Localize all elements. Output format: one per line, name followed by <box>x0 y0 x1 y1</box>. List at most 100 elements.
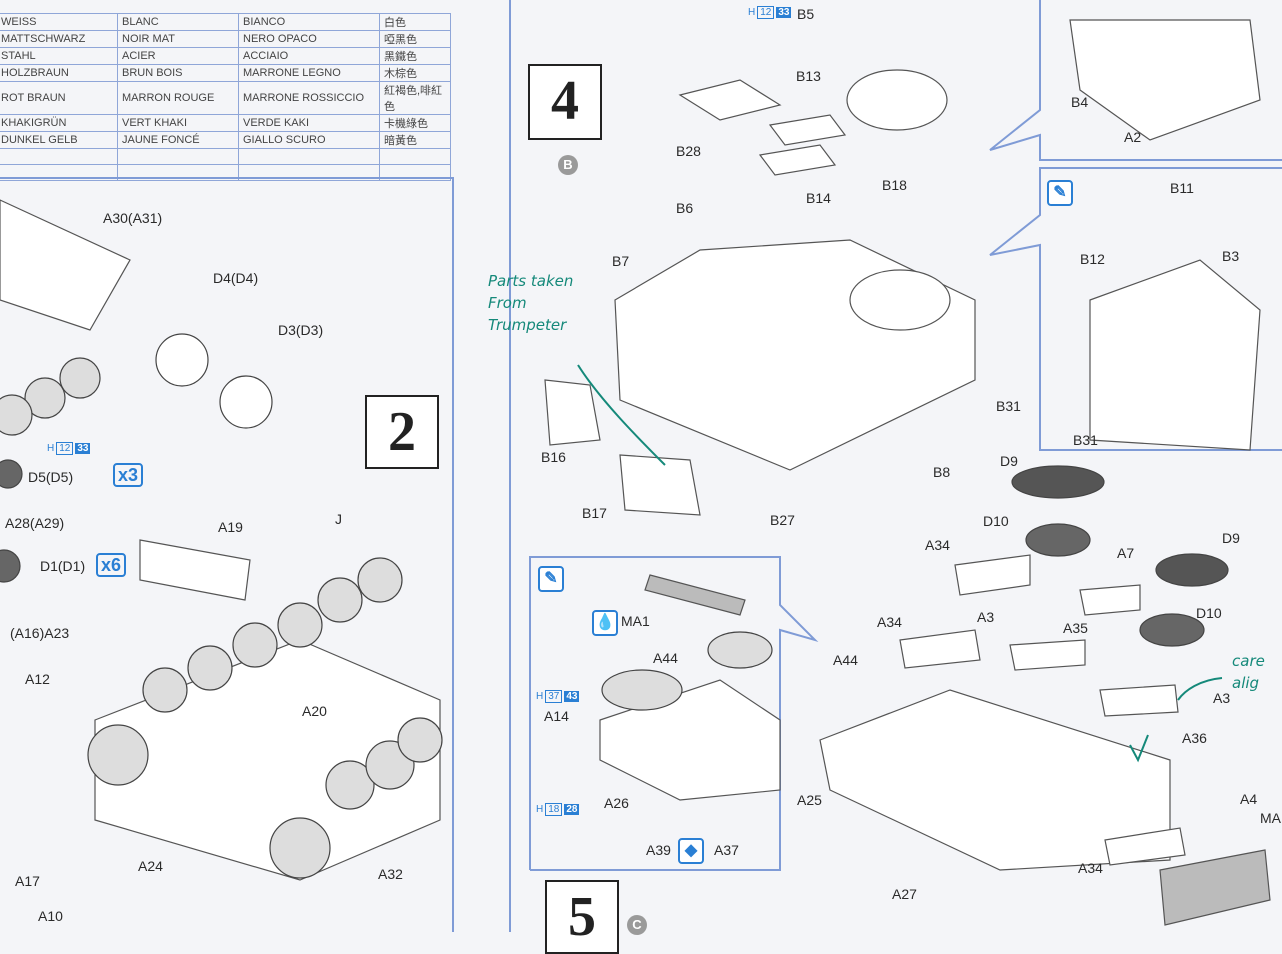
part-label: J <box>335 511 342 527</box>
color-cell: NOIR MAT <box>117 30 239 48</box>
part-label: A39 <box>646 842 671 858</box>
color-cell: ROT BRAUN <box>0 81 118 115</box>
part-label: A12 <box>25 671 50 687</box>
handwritten-note-parts-source: Parts taken From Trumpeter <box>488 272 574 334</box>
part-label: A14 <box>544 708 569 724</box>
handwritten-note-care-align: care alig <box>1232 652 1265 692</box>
part-label: A25 <box>797 792 822 808</box>
part-label: A35 <box>1063 620 1088 636</box>
part-label: A30(A31) <box>103 210 163 226</box>
part-label: B12 <box>1080 251 1105 267</box>
badge-h: H <box>47 443 55 454</box>
sub-assembly-c-marker: C <box>627 915 647 935</box>
color-cell: NERO OPACO <box>238 30 380 48</box>
part-label: A19 <box>218 519 243 535</box>
color-cell: MATTSCHWARZ <box>0 30 118 48</box>
color-cell: VERT KHAKI <box>117 114 239 132</box>
part-label: A32 <box>378 866 403 882</box>
part-label: D4(D4) <box>213 270 259 286</box>
part-label: B7 <box>612 253 630 269</box>
part-label: A28(A29) <box>5 515 65 531</box>
part-label: B28 <box>676 143 701 159</box>
color-cell: ACIER <box>117 47 239 65</box>
part-label: B5 <box>797 6 815 22</box>
paint-drop-icon: 💧 <box>592 610 618 636</box>
badge-code: 28 <box>564 804 580 815</box>
part-label: D9 <box>1222 530 1240 546</box>
part-label: B8 <box>933 464 951 480</box>
badge-h: H <box>536 691 544 702</box>
part-label: A37 <box>714 842 739 858</box>
part-label: A34 <box>1078 860 1103 876</box>
part-label: A10 <box>38 908 63 924</box>
part-label: B27 <box>770 512 795 528</box>
color-cell: MARRONE ROSSICCIO <box>238 81 380 115</box>
part-label: MA1 <box>621 613 650 629</box>
badge-code: 43 <box>564 691 580 702</box>
quantity-x3-badge: x3 <box>113 463 144 487</box>
part-label: B11 <box>1170 180 1194 196</box>
paint-brush-icon: ✎ <box>538 566 564 592</box>
color-row <box>0 164 451 181</box>
badge-code: 12 <box>56 442 74 455</box>
part-label: A44 <box>833 652 858 668</box>
part-label: D9 <box>1000 453 1018 469</box>
assembly-drawing <box>0 0 1282 932</box>
part-label: B3 <box>1222 248 1240 264</box>
badge-h: H <box>748 7 756 18</box>
part-label: B16 <box>541 449 566 465</box>
color-cell: 木棕色 <box>379 64 451 82</box>
badge-code: 12 <box>757 6 775 19</box>
part-label: B31 <box>1073 432 1098 448</box>
part-label: A24 <box>138 858 163 874</box>
part-label: D5(D5) <box>28 469 74 485</box>
part-label: MA <box>1260 810 1281 826</box>
color-cell: 暗黃色 <box>379 131 451 149</box>
part-label: (A16)A23 <box>10 625 70 641</box>
part-label: A2 <box>1124 129 1142 145</box>
color-cell <box>379 164 451 181</box>
part-label: A34 <box>877 614 902 630</box>
badge-code: 33 <box>776 7 792 18</box>
color-cell: HOLZBRAUN <box>0 64 118 82</box>
sub-assembly-b-marker: B <box>558 155 578 175</box>
part-label: A7 <box>1117 545 1135 561</box>
part-label: B14 <box>806 190 831 206</box>
part-label: A3 <box>1213 690 1231 706</box>
glue-options-icon: ◆ <box>678 838 704 864</box>
part-label: B17 <box>582 505 607 521</box>
part-label: A20 <box>302 703 327 719</box>
step-4-number: 4 <box>528 64 602 140</box>
paint-brush-icon: ✎ <box>1047 180 1073 206</box>
part-label: A17 <box>15 873 40 889</box>
part-label: D3(D3) <box>278 322 324 338</box>
part-label: A27 <box>892 886 917 902</box>
part-label: D10 <box>983 513 1009 529</box>
part-label: B6 <box>676 200 694 216</box>
part-label: B4 <box>1071 94 1089 110</box>
part-label: A34 <box>925 537 950 553</box>
badge-code: 33 <box>75 443 91 454</box>
step-5-number: 5 <box>545 880 619 954</box>
part-label: D10 <box>1196 605 1222 621</box>
color-cell: JAUNE FONCÉ <box>117 131 239 149</box>
part-label: A26 <box>604 795 629 811</box>
badge-code: 18 <box>545 803 563 816</box>
color-cell: DUNKEL GELB <box>0 131 118 149</box>
part-label: B31 <box>996 398 1021 414</box>
part-label: B13 <box>796 68 821 84</box>
part-label: B18 <box>882 177 907 193</box>
part-label: A3 <box>977 609 995 625</box>
part-label: A4 <box>1240 791 1258 807</box>
color-cell: MARRON ROUGE <box>117 81 239 115</box>
step-2-number: 2 <box>365 395 439 469</box>
